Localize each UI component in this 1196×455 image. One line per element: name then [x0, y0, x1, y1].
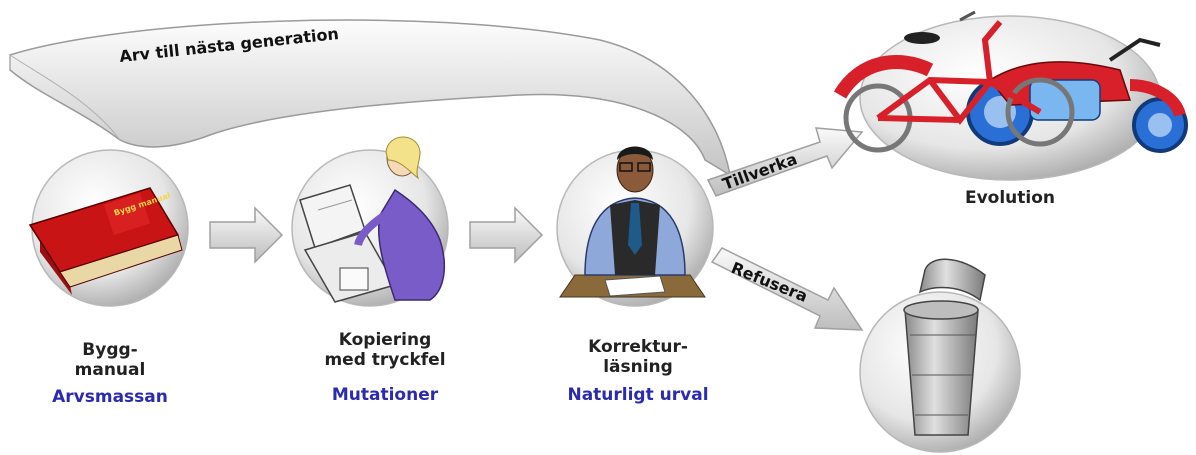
evolution-label: Evolution: [965, 188, 1055, 208]
stage-1-subtitle: Arvsmassan: [52, 387, 168, 407]
stage-3-title-line2: läsning: [603, 357, 673, 377]
copying-stage: [291, 136, 449, 307]
trash-can-icon: [903, 258, 986, 436]
bicycle-icon: [833, 10, 1075, 153]
inheritance-arrow: [9, 19, 732, 177]
flow-arrow-1: [209, 206, 284, 264]
man-icon: [559, 146, 706, 298]
make-arrow: [706, 127, 864, 197]
reject-arrow: [710, 247, 864, 331]
reject-label: Refusera: [729, 258, 811, 306]
evolution-result: [833, 10, 1188, 181]
stage-3-subtitle: Naturligt urval: [567, 385, 708, 405]
book-icon: Bygg manual: [28, 187, 183, 295]
stage-2-title-line2: med tryckfel: [324, 350, 445, 370]
woman-icon: [354, 136, 446, 301]
stage-2-subtitle: Mutationer: [332, 385, 439, 405]
stage-1-title-line2: manual: [75, 360, 146, 380]
manual-stage: Bygg manual: [28, 149, 189, 307]
make-label: Tillverka: [720, 149, 800, 194]
stage-2-title-line1: Kopiering: [339, 330, 432, 350]
flow-arrow-2: [469, 206, 544, 264]
stage-3-title-line1: Korrektur-: [588, 337, 688, 357]
stage-1-title-line1: Bygg-: [82, 340, 137, 360]
proofreading-stage: [556, 146, 714, 307]
trash-result: [859, 258, 1021, 453]
